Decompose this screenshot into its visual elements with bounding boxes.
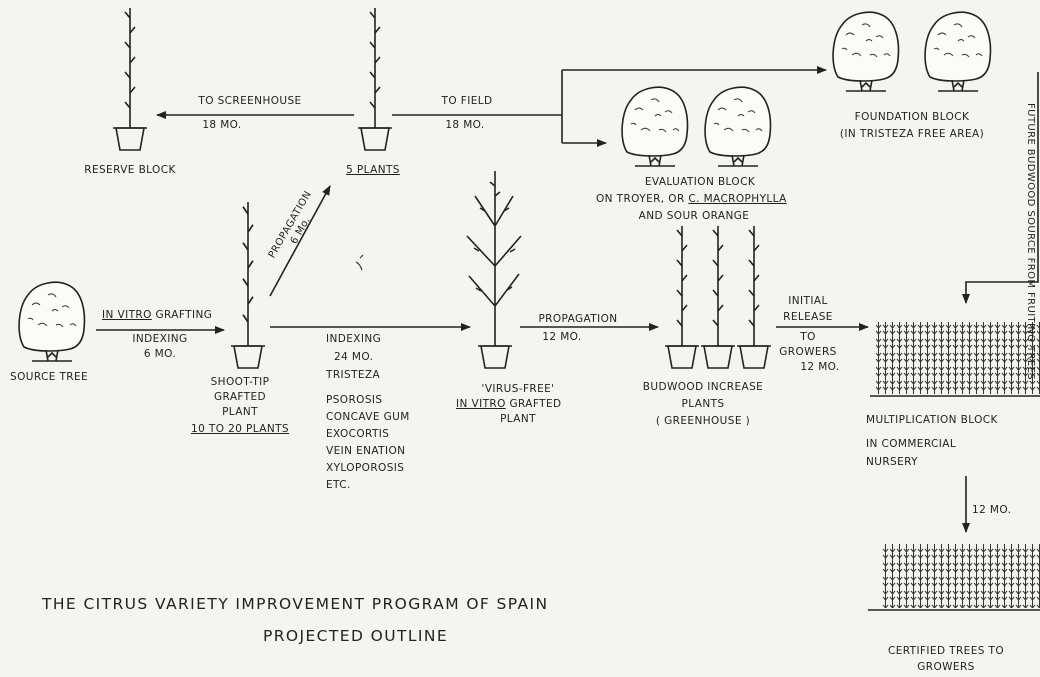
budwood-label-3: ( GREENHOUSE ) (655, 415, 751, 427)
twelve-mo-label: 12 Mo. (972, 504, 1012, 516)
virus-free-label-4: PLANT (500, 413, 536, 425)
disease-exocortis: EXOCORTIS (326, 428, 390, 440)
evaluation-label-1: EVALUATION BLOCK (644, 176, 756, 188)
multiplication-label-2: IN COMMERCIAL (866, 438, 957, 450)
indexing-24-label: INDEXING (326, 333, 382, 345)
shoot-tip-label-2: GRAFTED (214, 391, 266, 403)
grafting-text: GRAFTING (151, 309, 213, 321)
diagram-subtitle: PROJECTED OUTLINE (263, 627, 449, 645)
shoot-tip-count: 10 To 20 PLANTS (191, 423, 289, 435)
in-vitro-grafting-row: IN VITRO GRAFTING (102, 308, 212, 323)
disease-xyloporosis: XYLOPOROSIS (326, 462, 405, 474)
virus-free-label-2: IN VITRO (456, 398, 506, 410)
budwood-label-2: PLANTS (681, 398, 725, 410)
growers-label: GROWERS (779, 346, 837, 358)
release-months: 12 Mo. (800, 361, 840, 373)
initial-label: INITIAL (788, 295, 828, 307)
disease-psorosis: PSOROSIS (326, 394, 383, 406)
disease-etc: ETC. (326, 479, 351, 491)
budwood-label-1: BUDWOOD INCREASE (642, 381, 764, 393)
indexing-24-months: 24 Mo. (334, 351, 374, 363)
evaluation-label-2-row: ON TROYER, OR C. MACROPHYLLA (596, 192, 787, 207)
indexing-6-label: INDEXING (132, 333, 188, 345)
to-field-label: To FIELD (441, 95, 493, 107)
certified-label-2: GROWERS (917, 661, 975, 673)
certified-label-1: CERTIFIED TREES TO (887, 645, 1005, 657)
in-vitro-text: IN VITRO (102, 309, 152, 321)
evaluation-label-4: AND SOUR ORANGE (638, 210, 750, 222)
virus-free-label-3: GRAFTED (509, 398, 562, 410)
multiplication-label-1: MULTIPLICATION BLOCK (866, 414, 998, 426)
disease-concave-gum: CONCAVE GUM (326, 411, 410, 423)
disease-vein-enation: VEIN ENATION (326, 445, 406, 457)
foundation-label-2: (IN TRISTEZA FREE AREA) (839, 128, 985, 140)
to-screenhouse-label: To SCREENHOUSE (198, 95, 302, 107)
evaluation-label-2: ON TROYER, OR (596, 193, 685, 205)
reserve-block-label: RESERVE BLOCK (84, 164, 176, 176)
field-months: 18 Mo. (445, 119, 485, 131)
foundation-label-1: FOUNDATION BLOCK (854, 111, 970, 123)
six-mo-label: 6 Mo. (143, 348, 177, 360)
propagation-12-months: 12 Mo. (542, 331, 582, 343)
multiplication-label-3: NURSERY (866, 456, 918, 468)
virus-free-label-1: 'VIRUS-FREE' (481, 383, 555, 395)
propagation-12-label: PROPAGATION (538, 313, 618, 325)
release-label: RELEASE (783, 311, 833, 323)
virus-free-label-2-row: IN VITRO GRAFTED (456, 397, 561, 412)
tristeza-label: TRISTEZA (326, 369, 381, 381)
shoot-tip-label-1: SHOOT-TIP (210, 376, 270, 388)
future-budwood-label: FUTURE BUDWOOD SOURCE FROM FRUITING TREE… (1025, 103, 1036, 381)
shoot-tip-label-3: PLANT (222, 406, 258, 418)
diagram-title: THE CITRUS VARIETY IMPROVEMENT PROGRAM O… (42, 595, 549, 613)
source-tree-label: SOURCE TREE (10, 371, 89, 383)
evaluation-label-3: C. MACROPHYLLA (688, 193, 787, 205)
screenhouse-months: 18 Mo. (202, 119, 242, 131)
to-label: To (800, 331, 816, 343)
five-plants-label: 5 PLANTS (346, 164, 400, 176)
